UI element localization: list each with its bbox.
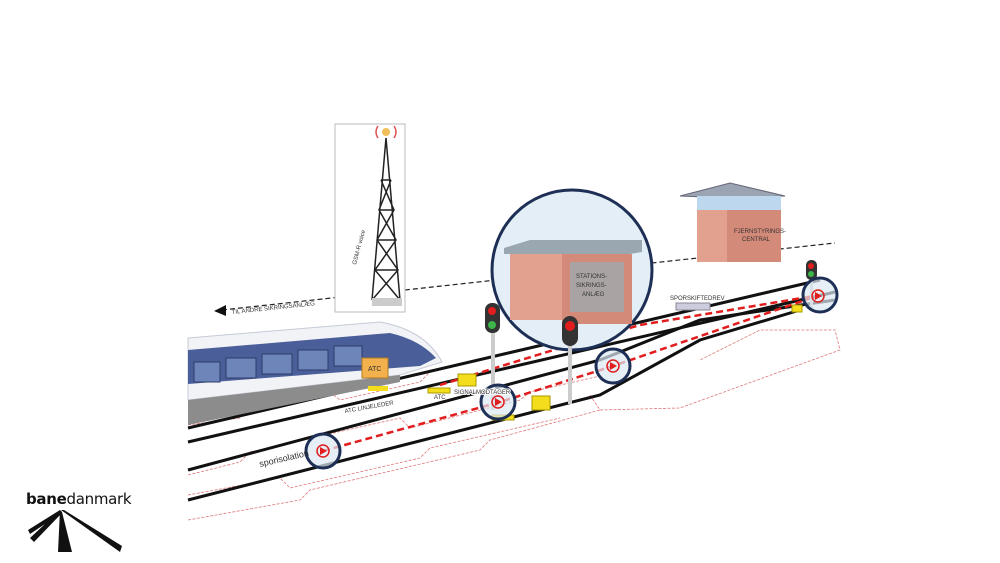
label-track-circuit: sporisolation	[258, 448, 309, 469]
banedanmark-logo: banedanmark	[26, 490, 132, 557]
signal-1	[485, 303, 500, 410]
label-atc-onboard: ATC	[368, 366, 381, 373]
arrow-left-icon	[214, 305, 226, 316]
label-point-machine: SPORSKIFTEDREV	[670, 296, 725, 302]
label-station-3: ANLÆG	[582, 292, 605, 298]
logo-text-regular: danmark	[66, 490, 132, 508]
marker-circle-1	[304, 432, 342, 470]
marker-circle-4	[801, 276, 839, 314]
label-station-1: STATIONS-	[576, 274, 607, 280]
logo-text-bold: bane	[26, 490, 67, 508]
label-atc-trackside: ATC	[434, 395, 446, 401]
label-signal-receiver: SIGNALMODTAGER	[454, 390, 511, 396]
point-machine	[675, 302, 711, 311]
train: ATC	[187, 321, 443, 425]
signal-2	[562, 316, 578, 404]
label-to-other-interlockings: TIL ANDRE SIKRINGSANLÆG	[232, 301, 316, 316]
logo-tracks-icon	[28, 510, 122, 552]
label-central-2: CENTRAL	[742, 237, 771, 243]
remote-control-centre: FJERNSTYRINGS- CENTRAL	[679, 182, 786, 262]
label-station-2: SIKRINGS-	[576, 283, 607, 289]
station-interlocking-bubble: STATIONS- SIKRINGS- ANLÆG	[490, 188, 654, 352]
track-circuit-markers	[304, 276, 839, 470]
marker-circle-2	[479, 383, 517, 421]
gsmr-tower: GSM-R voice	[334, 123, 406, 313]
label-central-1: FJERNSTYRINGS-	[734, 229, 786, 235]
marker-circle-3	[594, 347, 632, 385]
